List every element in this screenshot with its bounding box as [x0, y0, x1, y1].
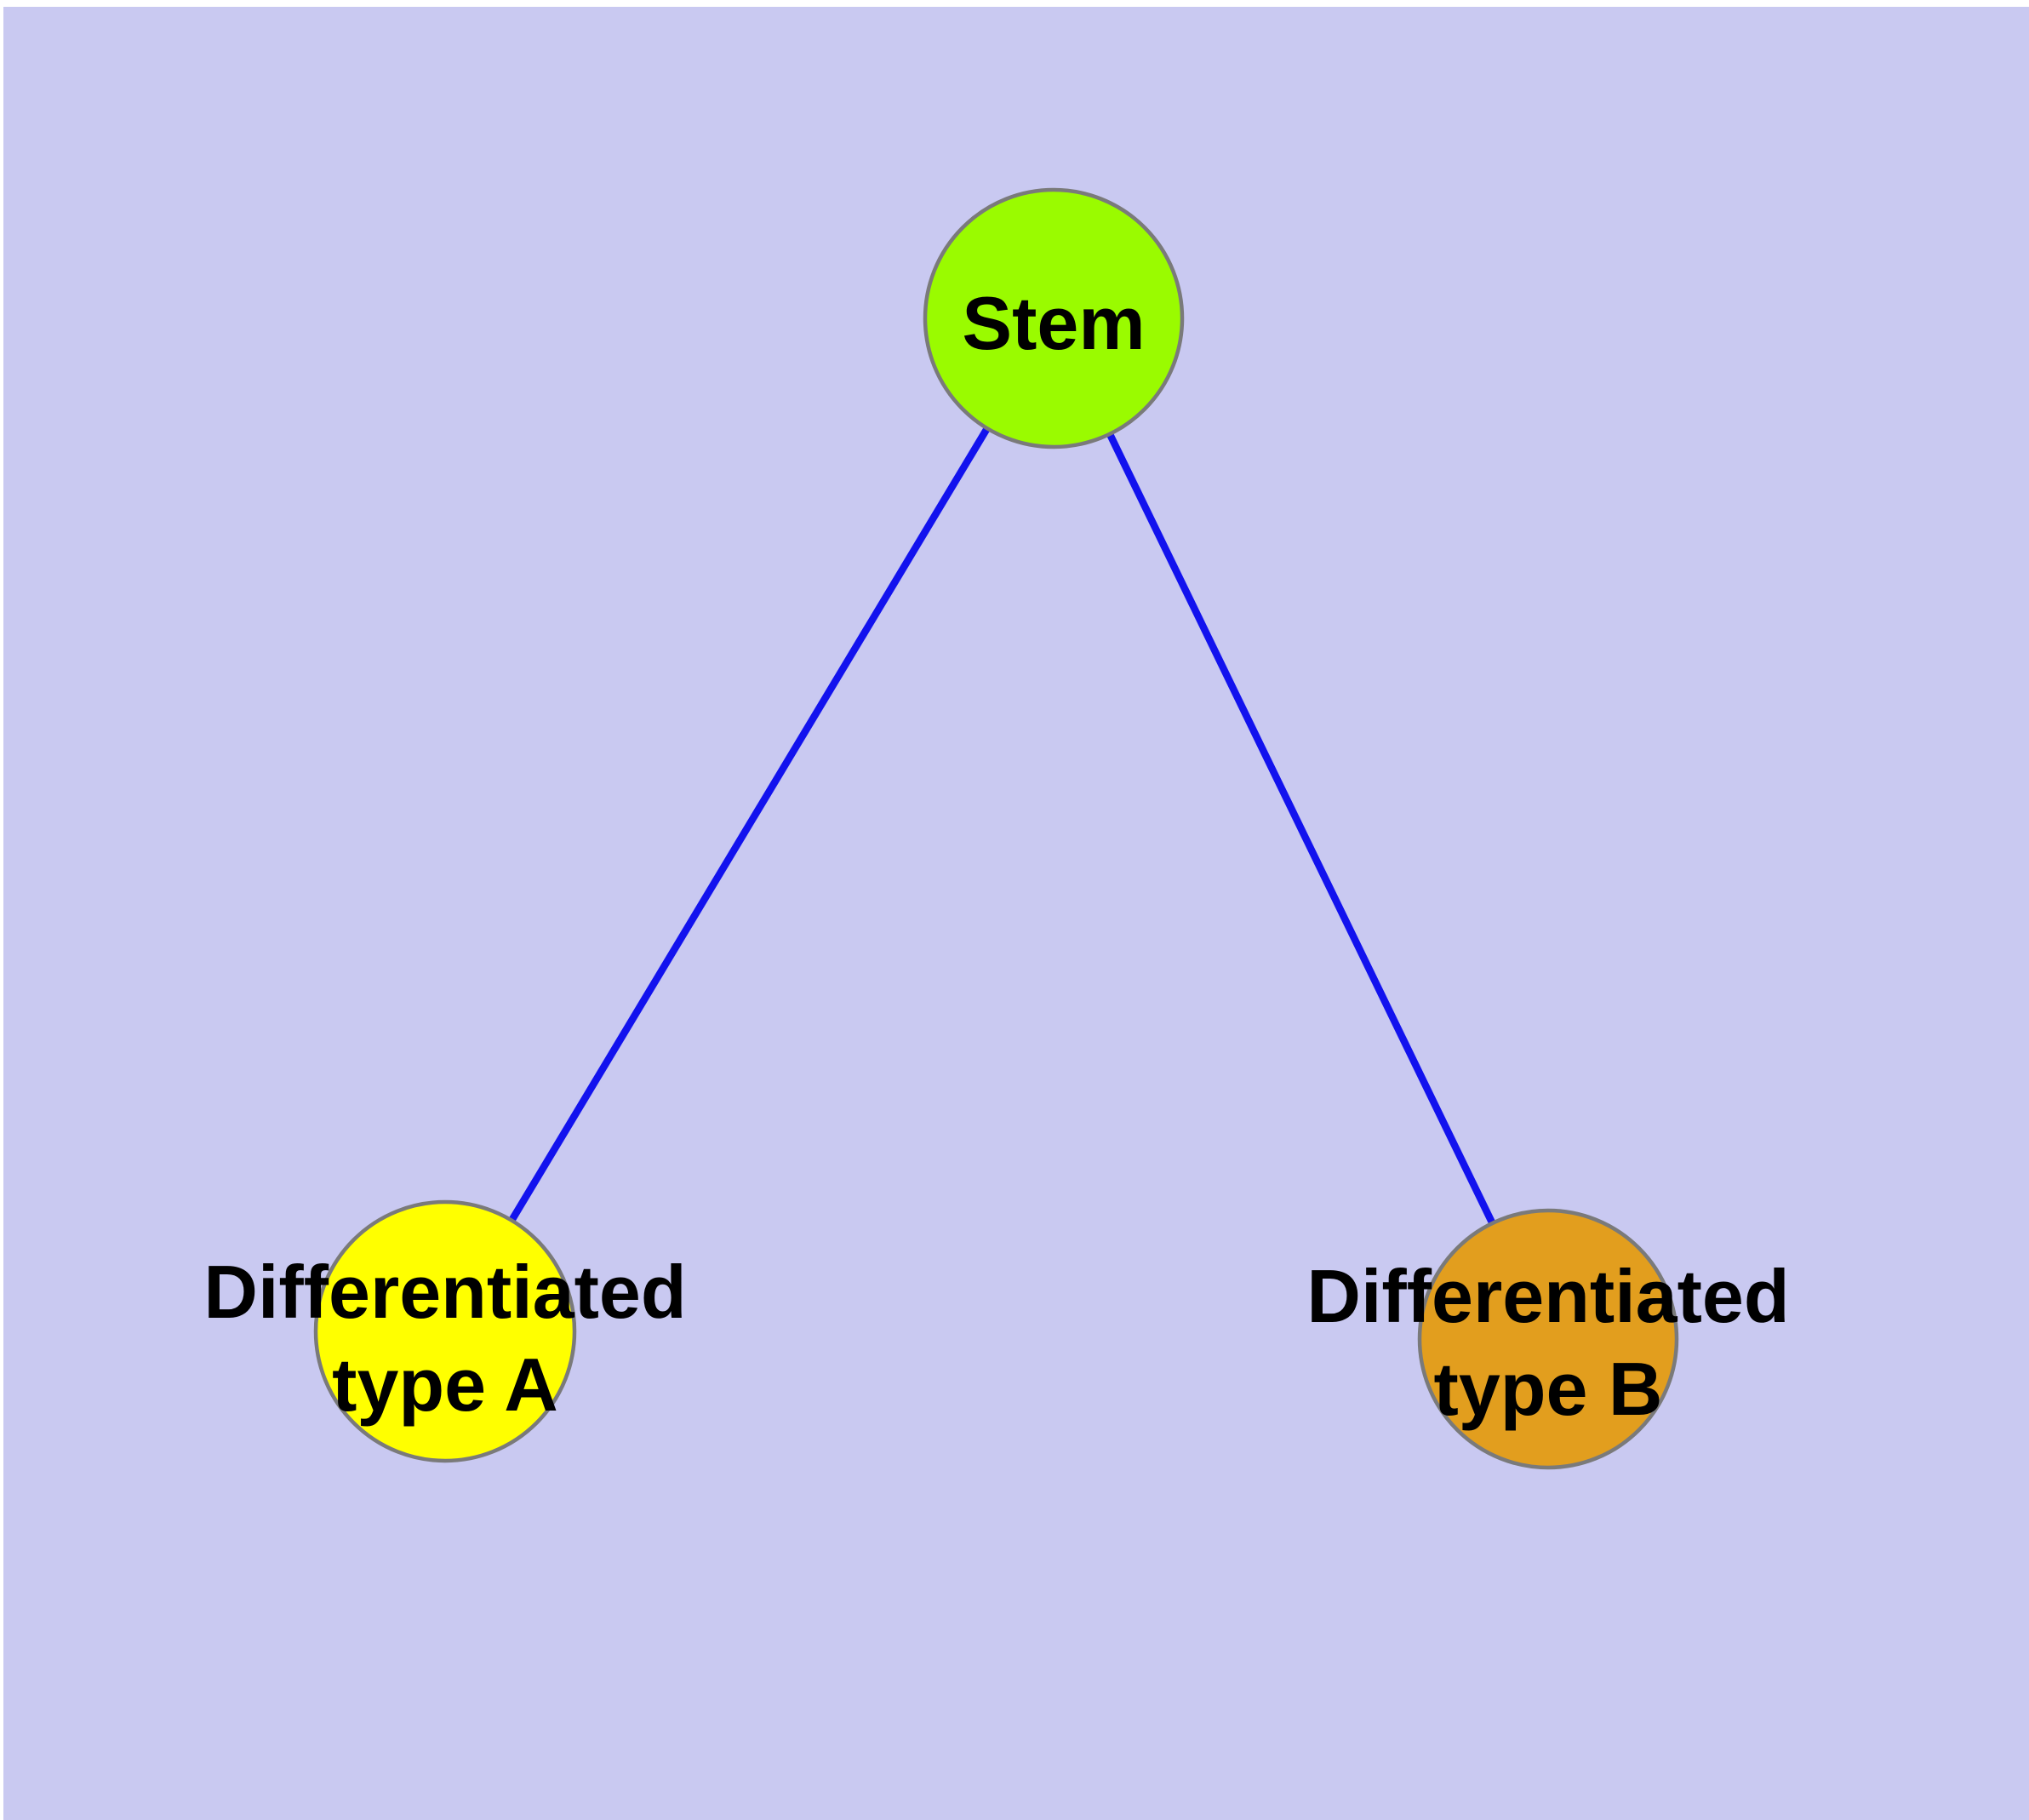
node-differentiated-type-b [1417, 1208, 1679, 1470]
node-differentiated-type-a [313, 1199, 577, 1463]
node-type-b-label-line1: Differentiated [1306, 1254, 1789, 1338]
node-stem-label: Stem [962, 281, 1145, 365]
node-type-b-label-line2: type B [1434, 1347, 1663, 1431]
node-stem [923, 187, 1185, 449]
edge-stem-to-type-a [508, 426, 991, 1223]
node-type-a-label-line2: type A [332, 1342, 558, 1427]
node-type-a-label-line1: Differentiated [203, 1250, 686, 1334]
edge-stem-to-type-b [1106, 432, 1495, 1224]
